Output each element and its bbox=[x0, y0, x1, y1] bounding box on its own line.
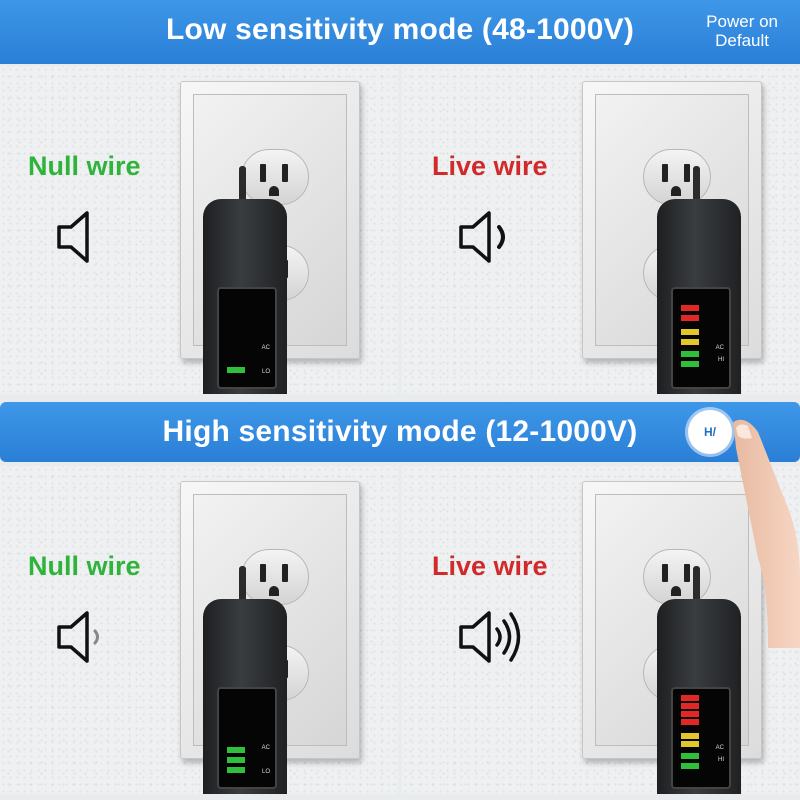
signal-bar bbox=[681, 351, 699, 357]
ac-indicator: AC bbox=[715, 345, 724, 351]
low-sensitivity-banner: Low sensitivity mode (48-1000V) Power on… bbox=[0, 0, 800, 64]
signal-bar bbox=[227, 367, 245, 373]
level-indicator: LO bbox=[261, 369, 270, 375]
signal-bar bbox=[227, 757, 245, 763]
panel-low-null: Null wire AC LO bbox=[0, 66, 398, 394]
signal-bar bbox=[681, 719, 699, 725]
null-wire-label: Null wire bbox=[28, 551, 141, 581]
tester-screen: AC HI bbox=[671, 687, 731, 789]
speaker-faint-icon bbox=[57, 611, 99, 663]
signal-bar bbox=[681, 315, 699, 321]
signal-bar bbox=[681, 361, 699, 367]
live-wire-label: Live wire bbox=[432, 551, 548, 581]
low-sensitivity-title: Low sensitivity mode (48-1000V) bbox=[165, 13, 635, 46]
speaker-sound-icon bbox=[459, 211, 505, 263]
signal-bar bbox=[681, 741, 699, 747]
signal-bar bbox=[681, 339, 699, 345]
tester-screen: AC LO bbox=[217, 287, 277, 389]
finger-icon bbox=[732, 419, 800, 648]
level-indicator: HI bbox=[718, 757, 724, 763]
speaker-icon bbox=[57, 211, 89, 263]
voltage-tester: AC LO bbox=[203, 566, 287, 794]
panel-high-live: Live wire bbox=[402, 466, 800, 794]
voltage-tester: AC HI bbox=[657, 166, 741, 394]
null-wire-label: Null wire bbox=[28, 151, 141, 181]
signal-bar bbox=[681, 703, 699, 709]
tester-screen: AC HI bbox=[671, 287, 731, 389]
signal-bar bbox=[681, 695, 699, 701]
high-sensitivity-banner: High sensitivity mode (12-1000V) bbox=[0, 402, 800, 462]
outlet bbox=[241, 549, 309, 605]
power-note-line2: Default bbox=[715, 31, 770, 50]
panel-high-null: Null wire AC LO bbox=[0, 466, 398, 794]
speaker-loud-icon bbox=[459, 611, 521, 663]
signal-bar bbox=[681, 763, 699, 769]
hl-mode-button[interactable]: H/ bbox=[688, 410, 732, 454]
ac-indicator: AC bbox=[261, 745, 270, 751]
ac-indicator: AC bbox=[261, 345, 270, 351]
panel-low-live: Live wire AC HI bbox=[402, 66, 800, 394]
live-wire-label: Live wire bbox=[432, 151, 548, 181]
power-on-default-note: Power on Default bbox=[706, 12, 778, 50]
tester-screen: AC LO bbox=[217, 687, 277, 789]
voltage-tester: AC LO bbox=[203, 166, 287, 394]
signal-bar bbox=[227, 767, 245, 773]
level-indicator: LO bbox=[261, 769, 270, 775]
signal-bar bbox=[681, 329, 699, 335]
signal-bar bbox=[681, 733, 699, 739]
signal-bar bbox=[227, 747, 245, 753]
power-note-line1: Power on bbox=[706, 12, 778, 31]
signal-bar bbox=[681, 711, 699, 717]
level-indicator: HI bbox=[718, 357, 724, 363]
signal-bar bbox=[681, 753, 699, 759]
high-sensitivity-title: High sensitivity mode (12-1000V) bbox=[162, 415, 638, 448]
ac-indicator: AC bbox=[715, 745, 724, 751]
voltage-tester: AC HI bbox=[657, 566, 741, 794]
signal-bar bbox=[681, 305, 699, 311]
